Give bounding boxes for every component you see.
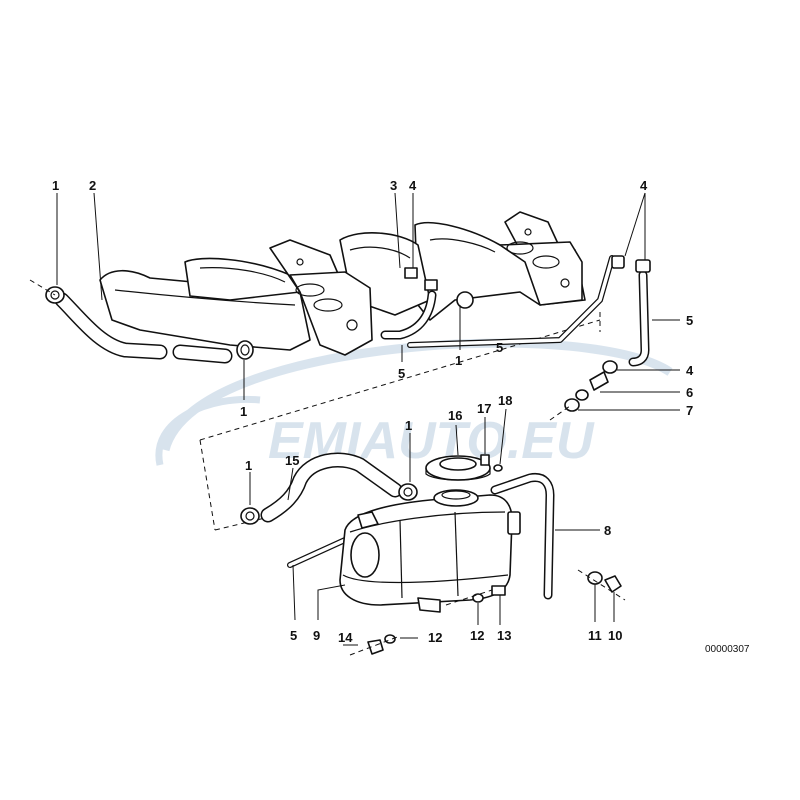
washer-18 [493, 464, 503, 472]
radiator-cap [425, 455, 491, 481]
callout-3: 3 [390, 178, 397, 193]
hose-clamp [398, 483, 418, 501]
hose-clamp [456, 291, 474, 309]
reference-number: 00000307 [705, 644, 750, 655]
expansion-tank [339, 489, 521, 613]
washer-12 [472, 593, 484, 603]
callout-8: 8 [604, 523, 611, 538]
callout-4: 4 [686, 363, 694, 378]
callout-1: 1 [245, 458, 252, 473]
hose-8 [490, 472, 555, 600]
leader-lines [29, 192, 680, 646]
bolt-13 [491, 585, 506, 596]
frame-line [199, 319, 601, 441]
hose-clamp [240, 507, 260, 525]
callout-18: 18 [498, 393, 512, 408]
hose-2 [54, 292, 233, 364]
fitting-4 [404, 267, 438, 291]
callout-1: 1 [405, 418, 412, 433]
callout-5: 5 [496, 340, 503, 355]
callout-5: 5 [290, 628, 297, 643]
hose-clamp [236, 340, 254, 360]
callout-1: 1 [240, 404, 247, 419]
frame-line [199, 439, 216, 531]
hose-15 [260, 452, 403, 523]
callout-1: 1 [455, 353, 462, 368]
manifold-front [99, 239, 373, 356]
hose-5-right [611, 255, 651, 367]
callout-11: 11 [588, 628, 602, 643]
callout-4: 4 [409, 178, 417, 193]
callouts: 1 2 3 4 4 5 1 5 5 1 4 6 7 16 17 18 1 1 1… [52, 178, 694, 645]
temperature-sender [564, 360, 618, 412]
callout-5: 5 [398, 366, 405, 381]
callout-15: 15 [285, 453, 299, 468]
callout-10: 10 [608, 628, 622, 643]
callout-12: 12 [470, 628, 484, 643]
callout-9: 9 [313, 628, 320, 643]
callout-14: 14 [338, 630, 353, 645]
callout-5: 5 [686, 313, 693, 328]
callout-6: 6 [686, 385, 693, 400]
hose-3 [380, 290, 437, 340]
watermark: EMIAUTO.EU [155, 338, 673, 470]
nut-10 [604, 575, 622, 593]
callout-4: 4 [640, 178, 648, 193]
screw-17 [480, 454, 490, 466]
callout-1: 1 [52, 178, 59, 193]
callout-13: 13 [497, 628, 511, 643]
callout-7: 7 [686, 403, 693, 418]
callout-2: 2 [89, 178, 96, 193]
callout-17: 17 [477, 401, 491, 416]
callout-12: 12 [428, 630, 442, 645]
washer-11 [587, 571, 603, 585]
callout-16: 16 [448, 408, 462, 423]
